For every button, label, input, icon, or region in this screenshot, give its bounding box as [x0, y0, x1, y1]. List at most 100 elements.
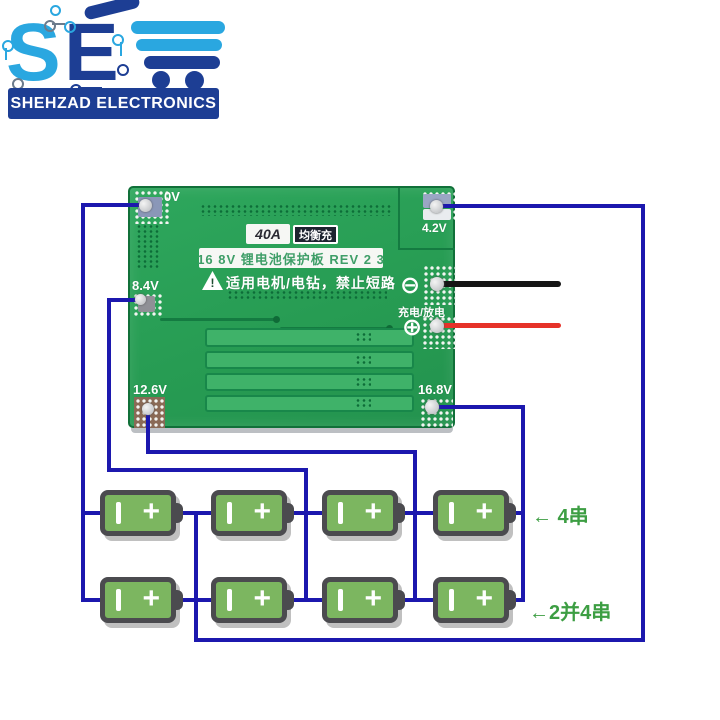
battery-cell: + — [211, 490, 294, 536]
balance-tag-box: 均衡充 — [293, 225, 338, 244]
wire-0v — [81, 598, 102, 602]
battery-minus-mark — [449, 502, 454, 524]
pcb-pad-strip — [227, 290, 387, 301]
series-link — [178, 598, 214, 602]
battery-plus-mark: + — [475, 495, 493, 528]
battery-minus-mark — [338, 589, 343, 611]
wire-12v6 — [146, 450, 417, 454]
battery-plus-mark: + — [142, 582, 160, 615]
battery-terminal-nub — [393, 590, 405, 610]
current-rating: 40A — [255, 226, 281, 242]
parallel-series-config-label: ←2并4串 — [529, 602, 612, 624]
spec-text: 16 8V 锂电池保护板 REV 2 3 — [197, 251, 385, 267]
battery-plus-mark: + — [253, 582, 271, 615]
wire-8v4 — [107, 298, 111, 472]
pcb-via-group — [355, 332, 371, 343]
pcb-via-group — [355, 355, 371, 366]
wire-4v2 — [194, 511, 198, 642]
wire-0v — [81, 203, 150, 207]
battery-terminal-nub — [171, 590, 183, 610]
battery-plus-mark: + — [142, 495, 160, 528]
series-config-label: ← 4串 — [532, 506, 589, 528]
pcb-pad-strip — [136, 224, 161, 268]
pcb-trace — [160, 318, 275, 321]
wire-discharge-red — [437, 323, 561, 328]
battery-minus-mark — [227, 502, 232, 524]
balance-tag: 均衡充 — [299, 229, 332, 242]
solder-blob — [139, 199, 152, 212]
pcb-solder-bar — [205, 351, 414, 369]
battery-terminal-nub — [504, 590, 516, 610]
pcb-via-group — [355, 398, 371, 409]
battery-minus-mark — [227, 589, 232, 611]
battery-plus-mark: + — [253, 495, 271, 528]
wire-0v — [81, 511, 102, 515]
wire-16v8 — [521, 405, 525, 602]
solder-blob — [135, 294, 146, 305]
battery-terminal-nub — [504, 503, 516, 523]
cart-bar — [131, 21, 225, 34]
wire-12v6 — [146, 406, 150, 454]
wire-4v2 — [437, 204, 645, 208]
wire-8v4 — [107, 298, 145, 302]
series-link — [509, 598, 523, 602]
battery-cell: + — [211, 577, 294, 623]
warning-text: 适用电机/电钻，禁止短路 — [226, 275, 396, 291]
wire-8v4 — [304, 468, 308, 602]
battery-plus-mark: + — [364, 582, 382, 615]
circuit-dot-icon — [44, 20, 56, 32]
series-link — [289, 598, 325, 602]
pcb-via — [273, 316, 280, 323]
balance-label-4v2: 4.2V — [422, 221, 447, 235]
brand-name: SHEHZAD ELECTRONICS — [10, 94, 217, 112]
solder-blob — [142, 403, 154, 415]
spec-strip: 16 8V 锂电池保护板 REV 2 3 — [197, 248, 385, 268]
wire-4v2 — [194, 638, 645, 642]
component-4v2-pad — [423, 209, 451, 220]
balance-label-12v6: 12.6V — [133, 382, 167, 397]
solder-blob — [425, 400, 439, 414]
balance-label-16v8: 16.8V — [418, 382, 452, 397]
circuit-trace — [5, 48, 7, 60]
battery-terminal-nub — [393, 503, 405, 523]
wire-8v4 — [107, 468, 308, 472]
charge-discharge-label: 充电/放电 — [398, 307, 446, 319]
battery-cell: + — [322, 490, 405, 536]
battery-minus-mark — [116, 502, 121, 524]
pcb-shadow — [131, 425, 453, 433]
circuit-dot-icon — [2, 40, 14, 52]
series-link — [178, 511, 214, 515]
balance-label-8v4: 8.4V — [132, 278, 159, 293]
circuit-dot-icon — [50, 5, 61, 16]
minus-circle-icon: ⊖ — [400, 272, 421, 299]
battery-minus-mark — [338, 502, 343, 524]
balance-label-0v: 0V — [164, 189, 180, 204]
bms-board: 0V 4.2V 8.4V 12.6V 16.8V 充电/放电 ⊖ ⊕ 40A 均… — [128, 186, 456, 428]
wire-12v6 — [413, 450, 417, 602]
circuit-dot-icon — [117, 64, 129, 76]
battery-minus-mark — [116, 589, 121, 611]
circuit-dot-icon — [64, 21, 76, 33]
battery-cell: + — [322, 577, 405, 623]
wire-16v8 — [433, 405, 525, 409]
battery-plus-mark: + — [364, 495, 382, 528]
cart-wheel — [152, 71, 170, 89]
wire-4v2 — [641, 204, 645, 642]
solder-blob — [430, 200, 443, 213]
circuit-dot-icon — [112, 34, 124, 46]
cart-bar — [144, 56, 220, 69]
pcb-via-group — [355, 377, 371, 388]
battery-terminal-nub — [282, 503, 294, 523]
series-link — [400, 598, 436, 602]
wire-charge-black — [437, 281, 561, 287]
solder-blob — [430, 277, 444, 291]
pcb-solder-bar — [205, 373, 414, 391]
warning-mark: ! — [210, 275, 215, 290]
brand-banner: SHEHZAD ELECTRONICS — [8, 88, 219, 119]
pcb-solder-bar — [205, 395, 414, 412]
battery-cell: + — [433, 577, 516, 623]
battery-terminal-nub — [171, 503, 183, 523]
battery-cell: + — [100, 490, 183, 536]
pcb-trace — [398, 248, 455, 250]
